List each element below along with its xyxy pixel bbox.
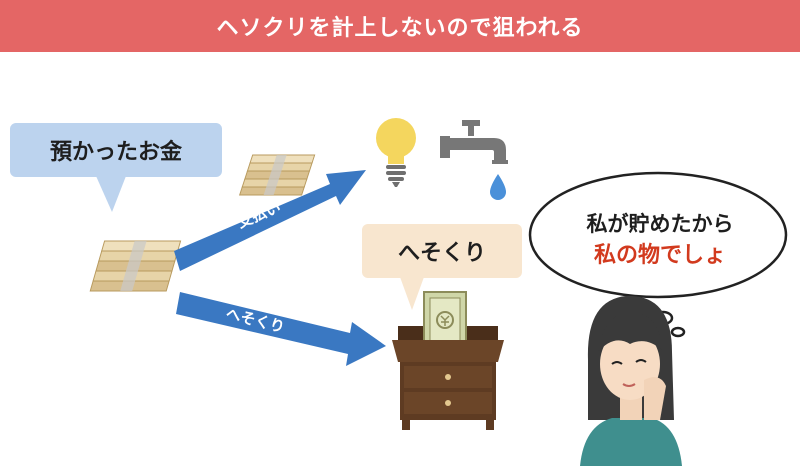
bubble-deposit: 預かったお金: [10, 123, 222, 177]
thought-line-1: 私が貯めたから: [586, 212, 734, 236]
page-title: ヘソクリを計上しないので狙われる: [0, 0, 800, 52]
arrow-hesokuri: へそくり: [176, 292, 386, 366]
faucet-icon: [440, 120, 508, 164]
money-stack-icon: [238, 154, 316, 196]
thought-text: 私が貯めたから 私の物でしょ: [560, 208, 760, 272]
lightbulb-icon: [376, 118, 416, 187]
thought-line-2: 私の物でしょ: [593, 243, 726, 268]
bubble-hesokuri: へそくり: [362, 224, 522, 278]
bubble-deposit-tail: [96, 176, 126, 212]
drawer-cabinet-icon: [392, 291, 504, 430]
banknote-icon: [423, 291, 467, 349]
thought-cloud: [528, 171, 788, 338]
water-drop-icon: [490, 174, 506, 200]
money-stack-icon: [89, 240, 182, 292]
woman-icon: [580, 295, 682, 466]
bubble-hesokuri-tail: [400, 277, 424, 310]
